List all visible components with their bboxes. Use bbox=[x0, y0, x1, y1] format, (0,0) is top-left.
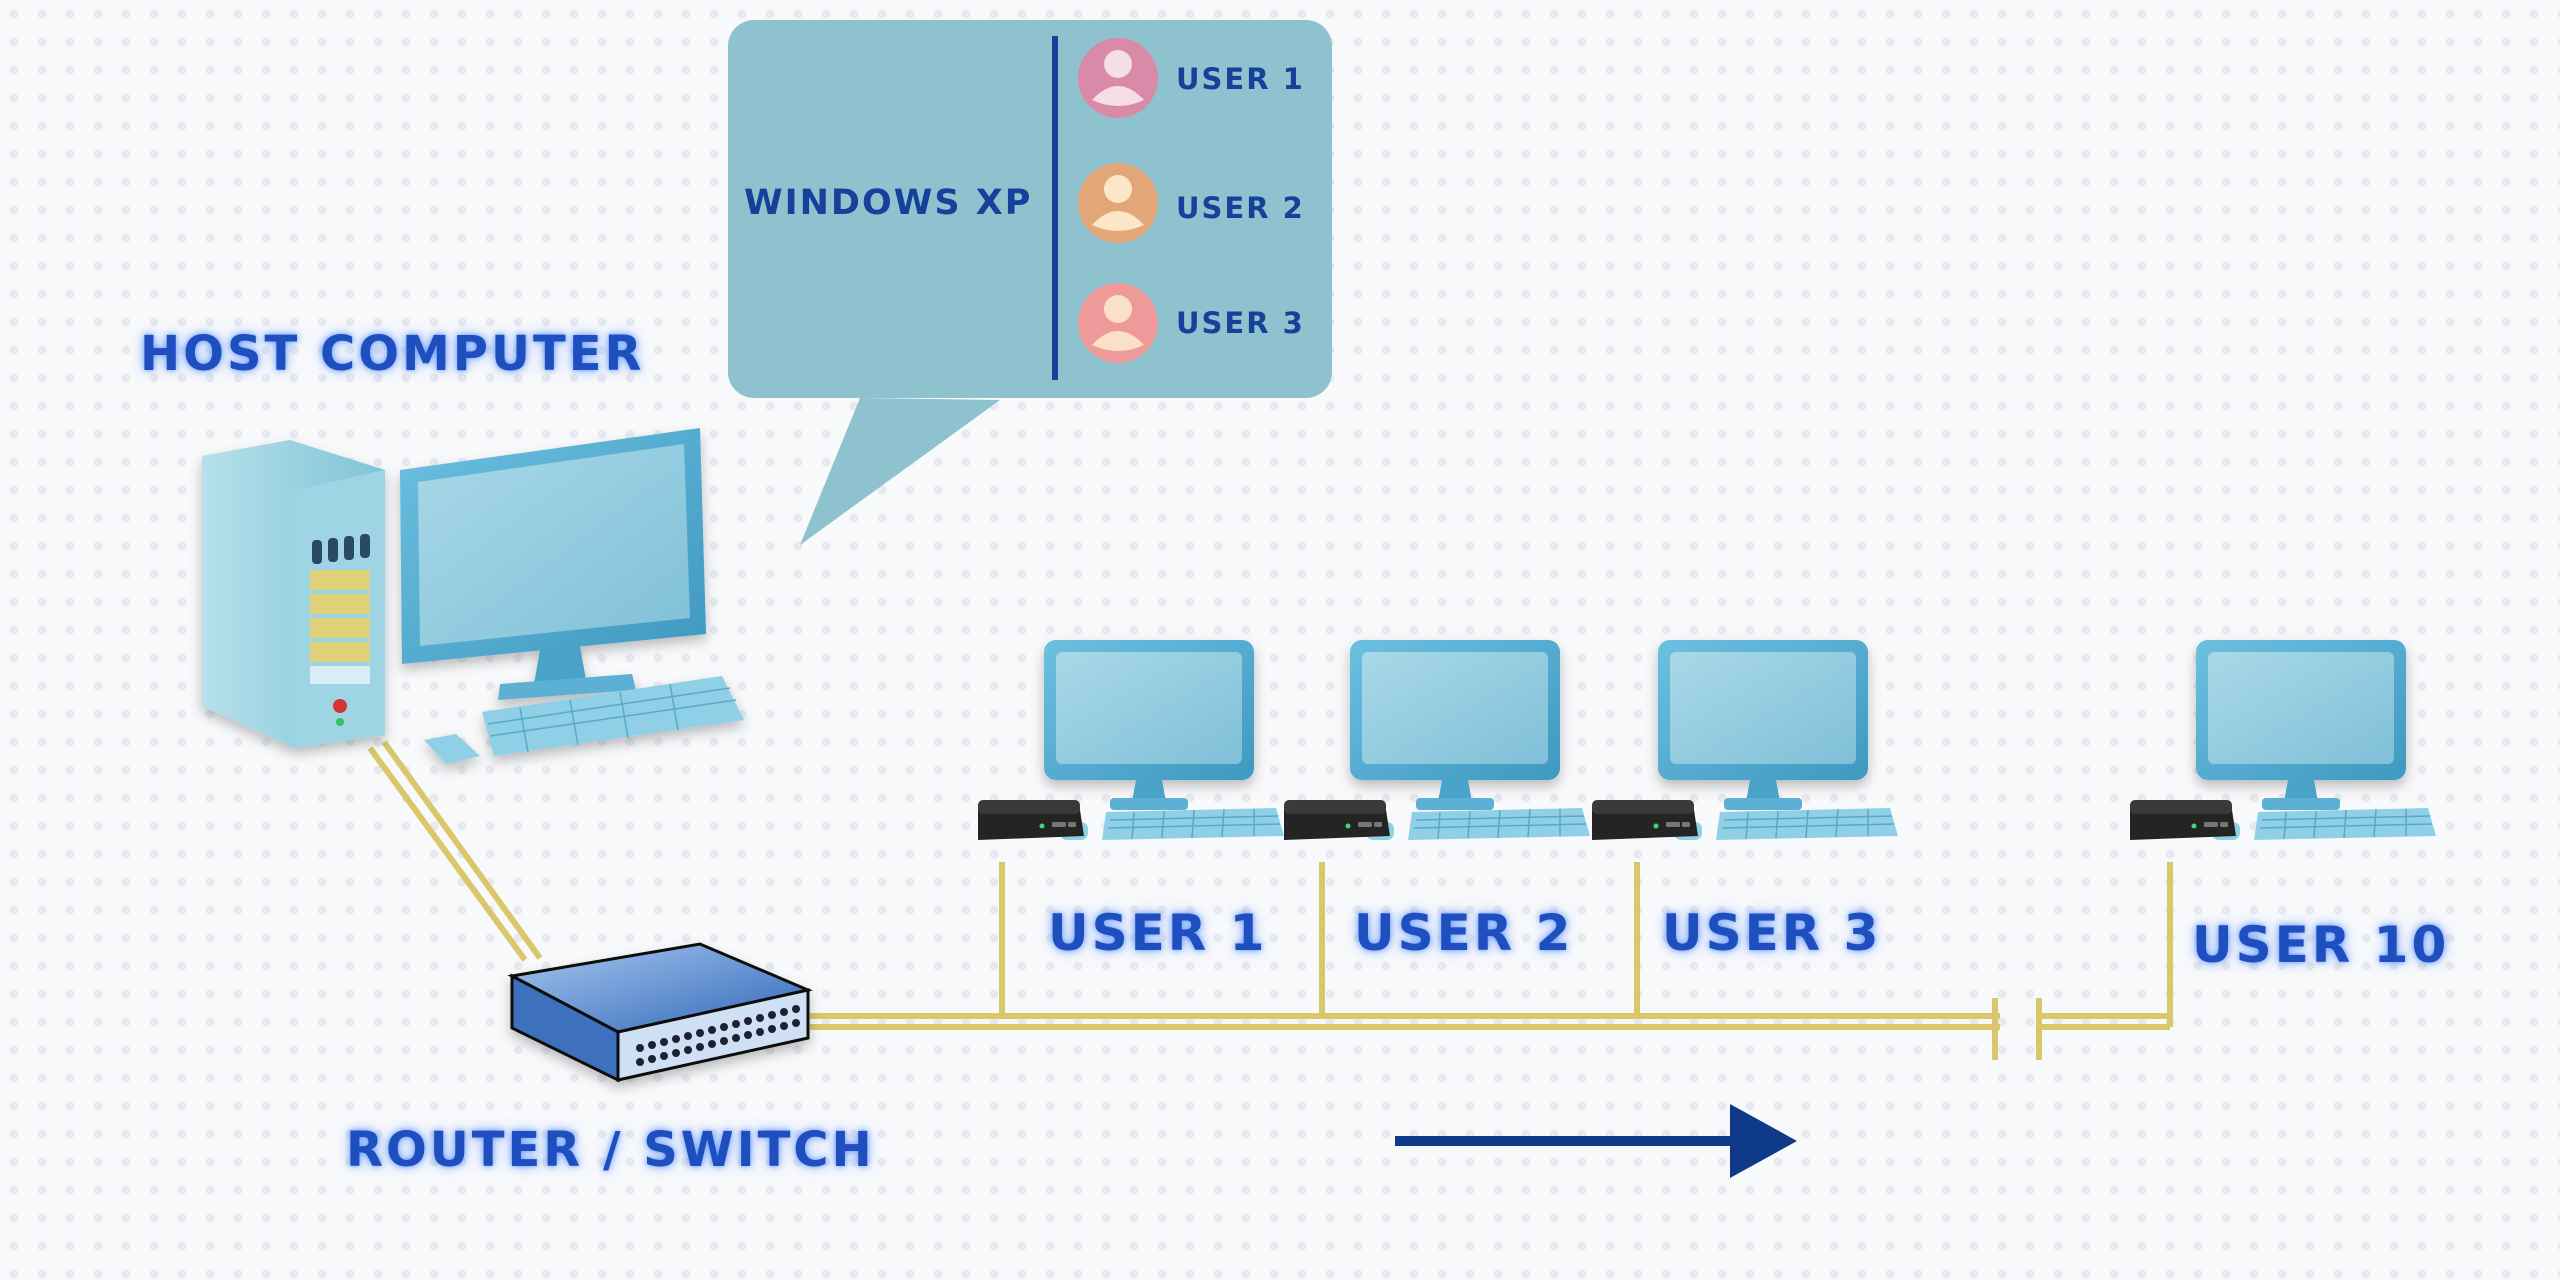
station-user3-label: USER 3 bbox=[1662, 904, 1882, 962]
station-user1-label: USER 1 bbox=[1048, 904, 1268, 962]
workstation-user1-icon bbox=[978, 640, 1284, 840]
speech-bubble bbox=[728, 20, 1332, 545]
bubble-user1-label: USER 1 bbox=[1176, 62, 1305, 96]
station-user2-label: USER 2 bbox=[1354, 904, 1574, 962]
router-switch-label: ROUTER / SWITCH bbox=[346, 1122, 875, 1178]
host-computer bbox=[202, 428, 744, 764]
network-cables bbox=[367, 740, 2173, 1060]
user2-avatar-icon bbox=[1078, 163, 1158, 243]
user1-avatar-icon bbox=[1078, 38, 1158, 118]
bubble-divider bbox=[1052, 36, 1058, 380]
router-switch-icon bbox=[507, 942, 813, 1083]
bubble-user3-label: USER 3 bbox=[1176, 306, 1305, 340]
workstation-user2-icon bbox=[1284, 640, 1590, 840]
os-label: WINDOWS XP bbox=[744, 183, 1033, 223]
direction-arrow-icon bbox=[1395, 1104, 1797, 1178]
user3-avatar-icon bbox=[1078, 283, 1158, 363]
station-user10-label: USER 10 bbox=[2192, 916, 2450, 974]
bubble-user2-label: USER 2 bbox=[1176, 191, 1305, 225]
workstation-user10-icon bbox=[2130, 640, 2436, 840]
workstation-user3-icon bbox=[1592, 640, 1898, 840]
host-computer-label: HOST COMPUTER bbox=[140, 326, 645, 382]
